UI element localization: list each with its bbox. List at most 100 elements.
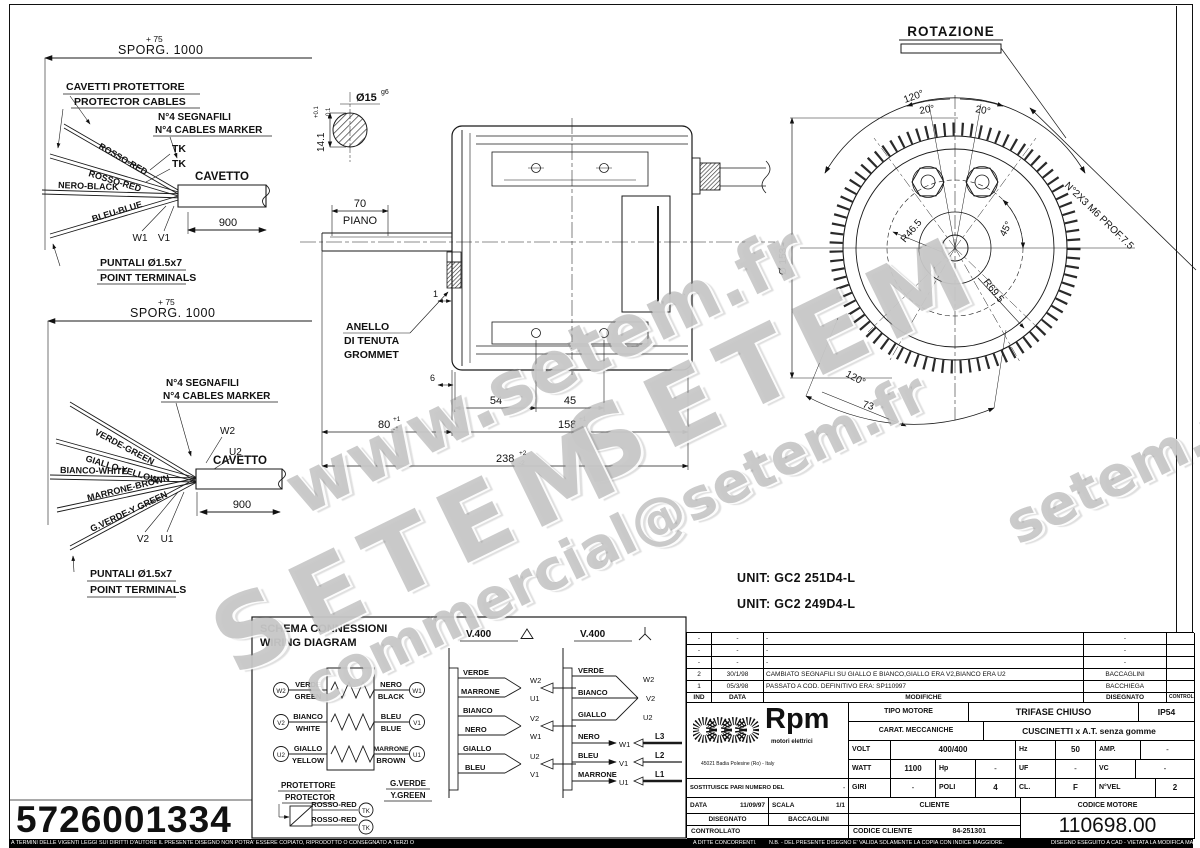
- wiring-blue: BLUE: [381, 724, 401, 733]
- data-value: 11/09/97: [740, 802, 765, 809]
- dim-73: 73: [861, 399, 875, 413]
- rev-mod: -: [764, 633, 1084, 645]
- wiring-bianco: BIANCO: [293, 712, 323, 721]
- amp-value: -: [1141, 741, 1195, 760]
- codice-cliente-cell: CODICE CLIENTE 84-251301: [849, 826, 1021, 839]
- star-marrone: MARRONE: [578, 770, 617, 779]
- volt-label: VOLT: [849, 741, 891, 760]
- sporg-label-bot: SPORG. 1000: [130, 306, 215, 320]
- data-cell: DATA 11/09/97: [687, 798, 769, 814]
- motor-front-view: ROTAZIONE: [778, 24, 1197, 427]
- delta-v2: V2: [530, 714, 539, 723]
- cable-group-bottom: + 75 SPORG. 1000 N°4 SEGNAFILI N°4 CABLE…: [47, 297, 312, 598]
- poli-value: 4: [976, 779, 1016, 798]
- uf-value: -: [1056, 760, 1096, 779]
- star-header: V.400: [580, 629, 606, 640]
- codice-cliente-value: 84-251301: [952, 828, 986, 835]
- dim-45: 45: [564, 395, 576, 407]
- revision-row: - - - -: [687, 657, 1195, 669]
- protettore-label: PROTETTORE: [281, 781, 336, 790]
- rev-date: -: [712, 645, 764, 657]
- scala-label: SCALA: [772, 802, 795, 809]
- vc-label: VC: [1096, 760, 1136, 779]
- rev-hdr-dis: DISEGNATO: [1084, 693, 1167, 703]
- rev-hdr-date: DATA: [712, 693, 764, 703]
- sporg-tol-top: + 75: [146, 34, 163, 44]
- carat-value: CUSCINETTI x A.T. senza gomme: [984, 722, 1195, 741]
- rev-date: 05/3/98: [712, 681, 764, 693]
- wiring-marrone: MARRONE: [373, 746, 409, 753]
- rev-ctl: [1167, 645, 1195, 657]
- rev-mod: -: [764, 657, 1084, 669]
- dim-900-bot: 900: [233, 499, 251, 511]
- rev-ctl: [1167, 669, 1195, 681]
- tk-label-1: TK: [172, 143, 186, 155]
- dim-158-tp: +1: [579, 416, 587, 423]
- rev-dis: -: [1084, 633, 1167, 645]
- motor-side-view: Ø15 g6 14.1 +0.1 -0.1 70 PIANO: [300, 89, 775, 470]
- hp-value: -: [976, 760, 1016, 779]
- dim-70: 70: [354, 198, 366, 210]
- delta-giallo: GIALLO: [463, 744, 491, 753]
- cavetto-label-bot: CAVETTO: [213, 455, 267, 467]
- delta-verde: VERDE: [463, 668, 489, 677]
- terminal-w1: W1: [133, 233, 148, 244]
- cables-marker-label-bot: N°4 CABLES MARKER: [163, 391, 271, 402]
- terminal-v2: V2: [137, 534, 150, 545]
- unit-label-2: UNIT: GC2 249D4-L: [737, 597, 855, 611]
- sostituisce-value: -: [843, 785, 845, 791]
- scala-cell: SCALA 1/1: [769, 798, 849, 814]
- volt-value: 400/400: [891, 741, 1016, 760]
- dim-900-top: 900: [219, 217, 237, 229]
- rev-hdr-mod: MODIFICHE: [764, 693, 1084, 703]
- delta-u1: U1: [530, 694, 540, 703]
- carat-label: CARAT. MECCANICHE: [849, 722, 984, 741]
- star-u1: U1: [619, 778, 629, 787]
- tk-circle-1: TK: [362, 808, 371, 815]
- rev-date: -: [712, 657, 764, 669]
- delta-w1: W1: [530, 732, 541, 741]
- wiring-nero: NERO: [380, 680, 402, 689]
- poli-label: POLI: [936, 779, 976, 798]
- tk-label-2: TK: [172, 158, 186, 170]
- revision-row: 1 05/3/98 PASSATO A COD. DEFINITIVO ERA:…: [687, 681, 1195, 693]
- star-w2: W2: [643, 675, 654, 684]
- wiring-title-it: SCHEMA CONNESSIONI: [260, 623, 387, 635]
- rev-date: -: [712, 633, 764, 645]
- star-w1: W1: [619, 740, 630, 749]
- wiring-verde: VERDE: [295, 680, 321, 689]
- footer-text-2: A DITTE CONCORRENTI.: [693, 840, 757, 846]
- delta-marrone: MARRONE: [461, 687, 500, 696]
- holes-note: N°2X3 M6 PROF.7.5: [1062, 180, 1136, 252]
- unit-label-1: UNIT: GC2 251D4-L: [737, 571, 855, 585]
- rev-ind: -: [687, 633, 712, 645]
- sostituisce-cell: SOSTITUISCE PARI NUMERO DEL -: [687, 779, 849, 798]
- wiring-term-v1: V1: [413, 720, 421, 727]
- anello-label-2: DI TENUTA: [344, 335, 400, 347]
- dim-1: 1: [433, 289, 438, 299]
- point-terminals-label-bot: POINT TERMINALS: [90, 584, 186, 596]
- angle-45: 45°: [998, 220, 1015, 239]
- wiring-green: GREEN: [295, 692, 322, 701]
- rev-hdr-ind: IND: [687, 693, 712, 703]
- angle-20-right: 20°: [974, 104, 991, 117]
- cavetto-label-top: CAVETTO: [195, 171, 249, 183]
- cl-label: CL.: [1016, 779, 1056, 798]
- wiring-yellow: YELLOW: [292, 756, 325, 765]
- ip-rating: IP54: [1139, 703, 1195, 722]
- controllato-cell: CONTROLLATO: [687, 826, 849, 839]
- segnafili-label-top: N°4 SEGNAFILI: [158, 112, 231, 123]
- cliente-label: CLIENTE: [849, 798, 1021, 814]
- dim-158: 158: [558, 419, 576, 431]
- sporg-tol-bot: + 75: [158, 297, 175, 307]
- rev-ctl: [1167, 681, 1195, 693]
- star-v2: V2: [646, 694, 655, 703]
- wiring-term-v2: V2: [277, 720, 285, 727]
- tk-circle-2: TK: [362, 825, 371, 832]
- unit-labels: UNIT: GC2 251D4-L UNIT: GC2 249D4-L: [737, 571, 855, 611]
- rev-mod: PASSATO A COD. DEFINITIVO ERA: SP110997: [764, 681, 1084, 693]
- codice-motore-value: 110698.00: [1021, 814, 1195, 839]
- hp-label: Hp: [936, 760, 976, 779]
- angle-20-left: 20°: [919, 103, 936, 116]
- star-bianco: BIANCO: [578, 688, 608, 697]
